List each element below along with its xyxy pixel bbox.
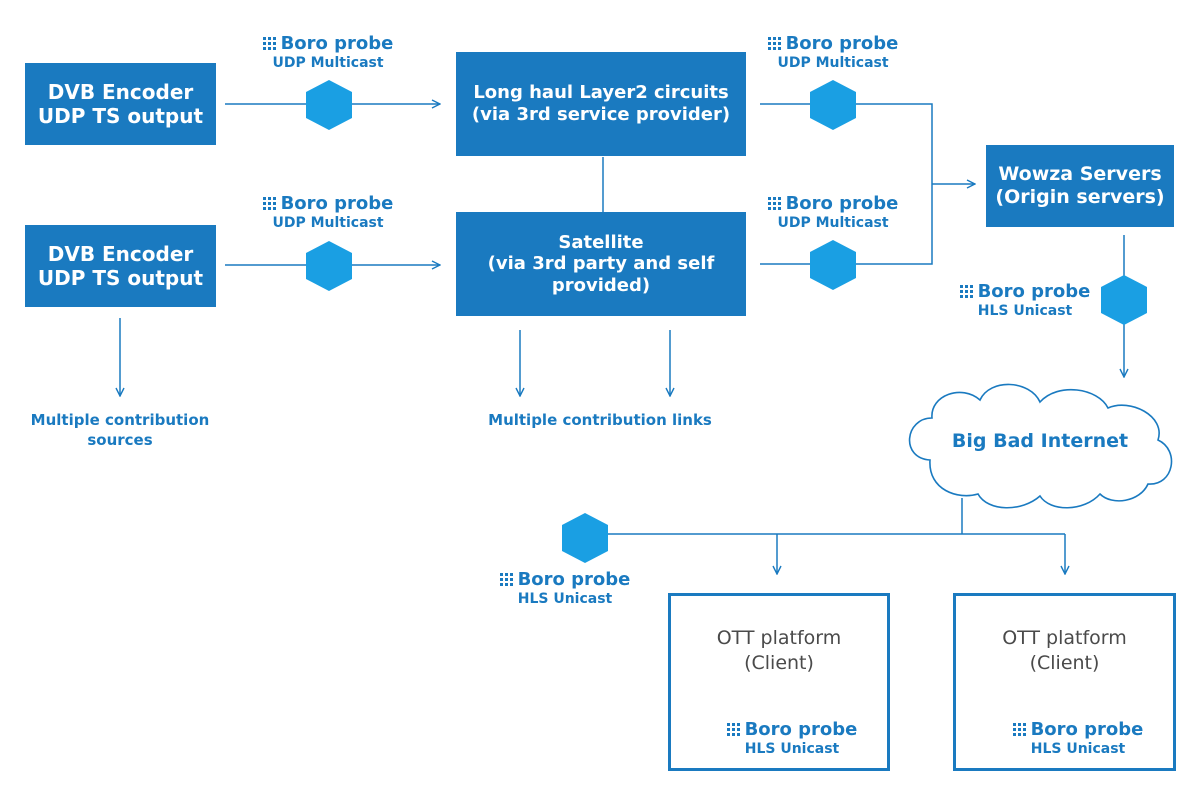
dvb-encoder-bottom-line1: DVB Encoder (47, 242, 194, 266)
probe-2-name: Boro probe (280, 193, 394, 214)
note-contribution-sources: Multiple contribution sources (20, 410, 220, 451)
probe-2-type: UDP Multicast (272, 215, 384, 231)
probe-hexagon-2 (306, 241, 352, 291)
probe-label-6: Boro probe HLS Unicast (485, 569, 645, 607)
probe-3-name: Boro probe (785, 33, 899, 54)
probe-label-4: Boro probe UDP Multicast (753, 193, 913, 231)
dvb-encoder-top-line1: DVB Encoder (47, 80, 194, 104)
probe-7-name: Boro probe (744, 719, 858, 740)
grid-dots-icon (262, 37, 276, 50)
probe-label-8: Boro probe HLS Unicast (1003, 719, 1153, 757)
ott-platform-2-line2: (Client) (1029, 652, 1100, 675)
grid-dots-icon (767, 37, 781, 50)
grid-dots-icon (1012, 723, 1026, 736)
probe-label-3: Boro probe UDP Multicast (753, 33, 913, 71)
ott-platform-1-title: OTT platform (Client) (671, 626, 887, 676)
grid-dots-icon (959, 285, 973, 298)
satellite-line3: provided) (551, 274, 651, 296)
note-sources-line1: Multiple contribution (30, 411, 210, 429)
dvb-encoder-top-line2: UDP TS output (37, 104, 204, 128)
long-haul-line2: (via 3rd service provider) (471, 104, 731, 125)
probe-label-1: Boro probe UDP Multicast (248, 33, 408, 71)
ott-platform-1-line1: OTT platform (716, 627, 842, 649)
long-haul-box: Long haul Layer2 circuits (via 3rd servi… (456, 52, 746, 156)
note-links-line1: Multiple contribution links (488, 411, 712, 429)
probe-8-type: HLS Unicast (1030, 741, 1126, 757)
ott-platform-2-title: OTT platform (Client) (956, 626, 1173, 676)
probe-hexagon-5 (1101, 275, 1147, 325)
satellite-box: Satellite (via 3rd party and self provid… (456, 212, 746, 316)
ott-platform-1-box: OTT platform (Client) (668, 593, 890, 771)
satellite-line2: (via 3rd party and self (487, 253, 715, 275)
probe-hexagon-6 (562, 513, 608, 563)
probe-6-name: Boro probe (517, 569, 631, 590)
probe-hexagon-3 (810, 80, 856, 130)
probe-7-type: HLS Unicast (744, 741, 840, 757)
probe-label-7: Boro probe HLS Unicast (717, 719, 867, 757)
probe-label-2: Boro probe UDP Multicast (248, 193, 408, 231)
cloud-label: Big Bad Internet (951, 430, 1129, 452)
probe-3-type: UDP Multicast (777, 55, 889, 71)
probe-1-type: UDP Multicast (272, 55, 384, 71)
note-contribution-links: Multiple contribution links (470, 410, 730, 430)
note-sources-line2: sources (87, 431, 153, 450)
ott-platform-1-line2: (Client) (744, 652, 814, 675)
probe-4-type: UDP Multicast (777, 215, 889, 231)
ott-platform-2-box: OTT platform (Client) (953, 593, 1176, 771)
satellite-line1: Satellite (558, 231, 644, 253)
grid-dots-icon (726, 723, 740, 736)
dvb-encoder-bottom-line2: UDP TS output (37, 266, 204, 290)
grid-dots-icon (499, 573, 513, 586)
probe-hexagon-1 (306, 80, 352, 130)
grid-dots-icon (262, 197, 276, 210)
probe-1-name: Boro probe (280, 33, 394, 54)
ott-platform-2-line1: OTT platform (1002, 627, 1127, 649)
probe-label-5: Boro probe HLS Unicast (950, 281, 1100, 319)
probe-8-name: Boro probe (1030, 719, 1144, 740)
grid-dots-icon (767, 197, 781, 210)
dvb-encoder-top-box: DVB Encoder UDP TS output (25, 63, 216, 145)
wowza-line2: (Origin servers) (995, 186, 1165, 208)
probe-5-type: HLS Unicast (977, 303, 1073, 319)
dvb-encoder-bottom-box: DVB Encoder UDP TS output (25, 225, 216, 307)
probe-4-name: Boro probe (785, 193, 899, 214)
probe-5-name: Boro probe (977, 281, 1091, 302)
long-haul-line1: Long haul Layer2 circuits (473, 82, 729, 104)
probe-6-type: HLS Unicast (517, 591, 613, 607)
cloud-shape (908, 383, 1173, 509)
probe-hexagon-4 (810, 240, 856, 290)
wowza-line1: Wowza Servers (998, 163, 1162, 186)
wowza-servers-box: Wowza Servers (Origin servers) (986, 145, 1174, 227)
connector-long-haul-out (760, 103, 933, 265)
